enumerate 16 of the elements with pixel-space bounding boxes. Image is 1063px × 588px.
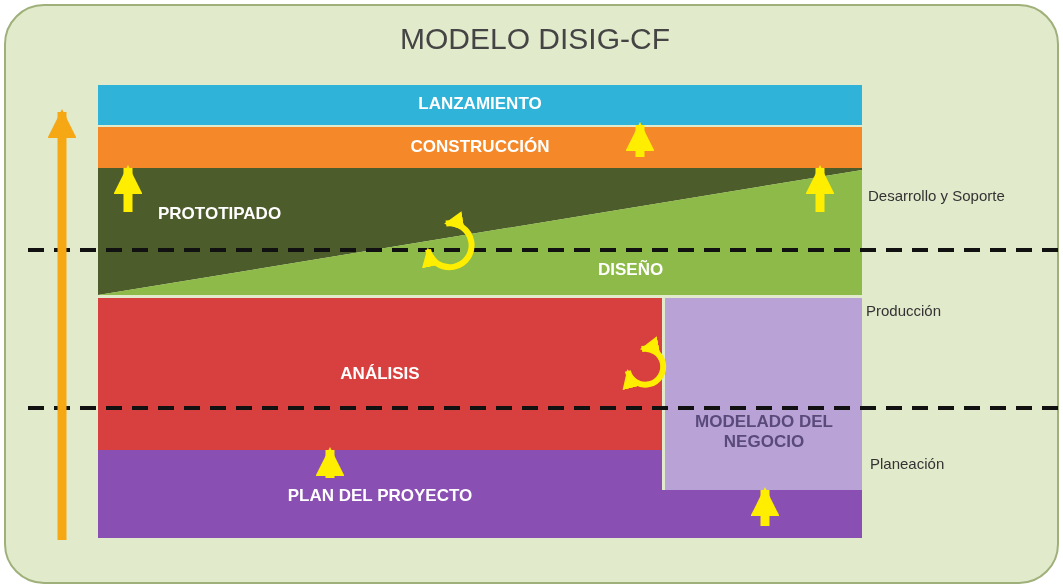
construction-band: CONSTRUCCIÓN	[98, 127, 862, 168]
analysis-band: ANÁLISIS	[98, 298, 662, 450]
arrow	[805, 165, 835, 212]
cycle-arrow	[623, 337, 667, 391]
business-model-box: MODELADO DEL NEGOCIO	[665, 298, 862, 490]
launch-band: LANZAMIENTO	[98, 85, 862, 125]
level-label: Planeación	[870, 455, 945, 472]
project-plan-band: PLAN DEL PROYECTO	[98, 450, 862, 538]
arrow	[315, 447, 345, 478]
level-label: Desarrollo y Soporte	[868, 187, 1005, 204]
arrow	[113, 165, 143, 212]
cycle-arrow	[423, 212, 475, 271]
arrow	[625, 122, 655, 157]
arrow	[750, 487, 780, 526]
level-label: Producción	[866, 302, 942, 319]
diagram-title: MODELO DISIG-CF	[400, 22, 670, 56]
